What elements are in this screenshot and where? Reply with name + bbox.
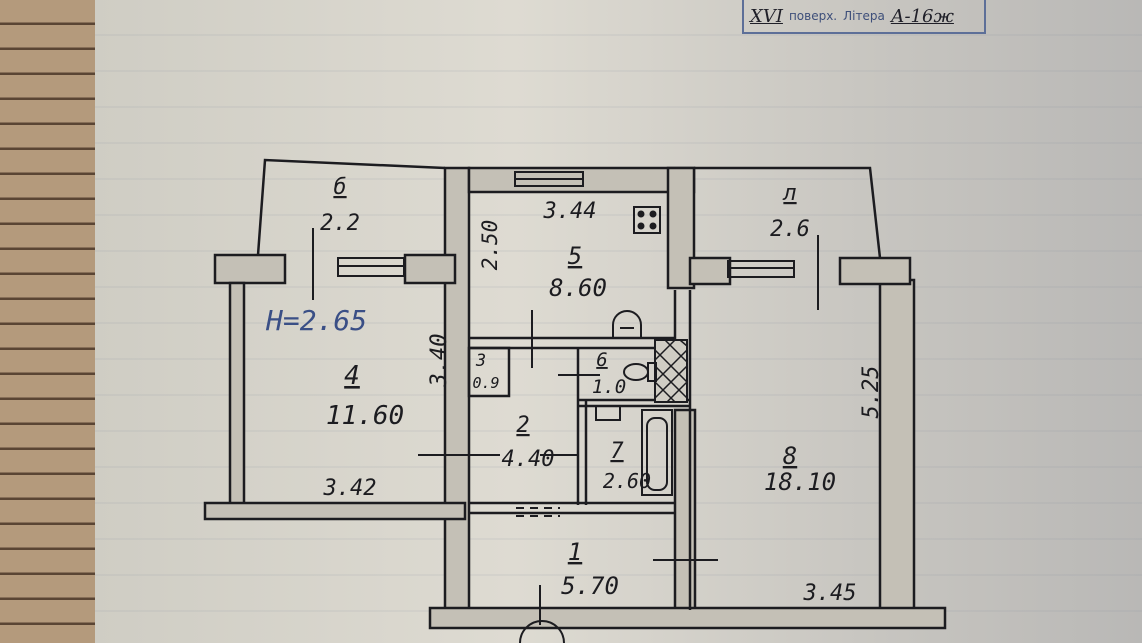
dim-room4-depth: 3.40 [427,334,452,388]
ceiling-height-note: Н=2.65 [265,304,367,337]
room-num-2: 2 [516,413,529,438]
room-area-2: 4.40 [502,447,555,472]
stove-icon [633,206,661,234]
room-area-1: 5.70 [561,572,619,600]
door-marks [312,228,819,625]
room-area-3: 0.9 [472,374,499,392]
sink-icon [612,310,642,338]
windows [337,171,795,278]
room-labels: б 2.2 л 2.6 5 8.60 4 11.60 3 0.9 6 1.0 2… [320,175,836,600]
toilet-icon [623,363,649,381]
room-num-5: 5 [568,242,582,270]
room-num-1: 1 [568,538,582,566]
room-num-7: 7 [610,439,624,464]
entrance-door-icon [519,620,565,643]
dim-room8-width: 3.45 [803,581,857,606]
room-area-loggia: 2.6 [770,217,810,242]
room-outlines [256,158,882,610]
room-num-loggia: л [782,181,796,206]
paper-sheet [95,0,1142,643]
room-num-4: 4 [344,361,360,391]
room-num-balcony: б [333,175,346,200]
letter-value: А-16ж [890,5,954,27]
room-num-8: 8 [783,442,797,470]
room-area-7: 2.60 [603,469,651,493]
room-area-5: 8.60 [549,274,607,302]
walls [203,166,947,630]
washbasin-icon [595,406,621,421]
dim-room4-width: 3.42 [323,476,377,501]
floor-label: поверх. [788,9,838,23]
room-num-3: 3 [475,351,486,371]
dim-kitchen-depth: 2.50 [478,220,502,271]
room-area-6: 1.0 [592,376,626,398]
floor-number: XVI [750,5,783,27]
room-area-4: 11.60 [326,401,404,431]
vent-shaft [654,339,688,403]
room-area-balcony: 2.2 [320,211,360,236]
bathtub-icon [641,409,673,496]
letter-label: Літера [843,9,885,23]
room-num-6: 6 [596,349,607,371]
floor-stamp: XVI поверх. Літера А-16ж [742,0,986,34]
dim-kitchen-width: 3.44 [543,199,597,224]
room-area-8: 18.10 [764,468,836,496]
dim-room8-depth: 5.25 [859,366,884,419]
fixtures [519,206,673,643]
dimension-labels: 3.44 2.50 3.40 3.42 5.25 3.45 [323,199,884,606]
